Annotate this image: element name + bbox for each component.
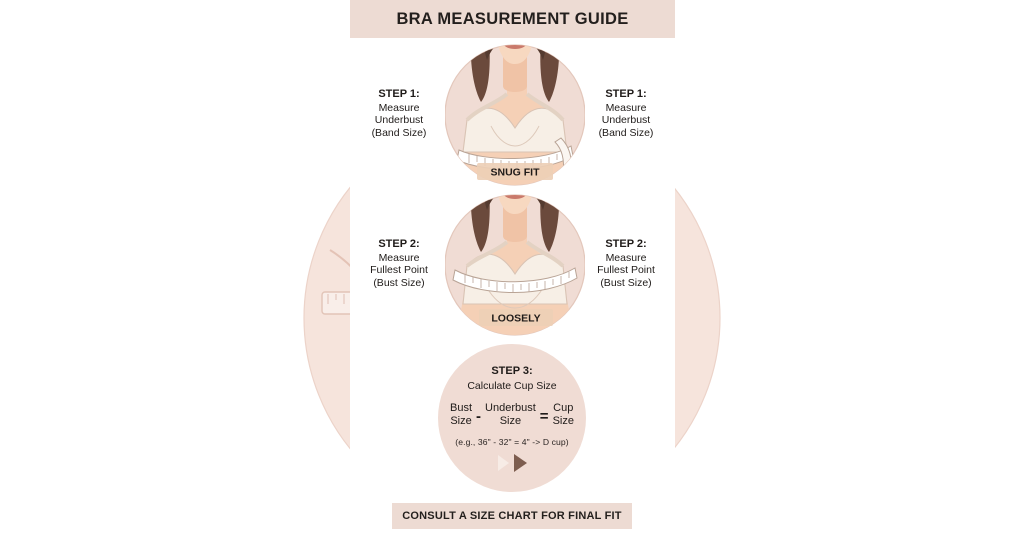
formula-term-underbust-line1: Underbust [485, 402, 536, 414]
step-2-line2-right: Fullest Point [597, 264, 655, 277]
step-1-line2-left: Underbust [374, 114, 424, 127]
step-1-line1-left: Measure [378, 101, 420, 114]
step-2-title-right: STEP 2: [605, 238, 647, 250]
play-arrow-dark-icon [513, 454, 527, 472]
step-1-line3-right: (Band Size) [598, 126, 654, 139]
play-arrow-light-icon [497, 455, 509, 471]
formula-term-bust: Bust Size [450, 402, 472, 428]
step-3-title: STEP 3: [491, 365, 533, 377]
step-2-illustration: LOOSELY [444, 192, 586, 338]
formula-term-underbust: Underbust Size [485, 402, 536, 428]
step-2-line1-left: Measure [378, 251, 420, 264]
step-1-line1-right: Measure [605, 101, 647, 114]
step-2-label-right: STEP 2: Measure Fullest Point (Bust Size… [577, 238, 675, 289]
formula-term-bust-line2: Size [450, 415, 472, 427]
step-2-line1-right: Measure [605, 251, 647, 264]
play-arrows [497, 454, 527, 472]
step-1-label-right: STEP 1: Measure Underbust (Band Size) [577, 88, 675, 139]
formula-operator-minus: - [476, 407, 482, 425]
page-title: BRA MEASUREMENT GUIDE [396, 9, 629, 28]
step-3-subtitle: Calculate Cup Size [467, 380, 557, 392]
step-1-line3-left: (Band Size) [371, 126, 427, 139]
step-3-circle: STEP 3: Calculate Cup Size Bust Size - U… [438, 344, 586, 492]
step-2-badge-bg [479, 309, 553, 326]
header-banner: BRA MEASUREMENT GUIDE [350, 0, 675, 38]
guide-card: BRA MEASUREMENT GUIDE STEP 1: Measure Un… [350, 0, 675, 538]
formula-term-cup-line1: Cup [553, 402, 574, 414]
step-1-illustration: SNUG FIT [444, 42, 586, 188]
footer-text: CONSULT A SIZE CHART FOR FINAL FIT [402, 510, 622, 522]
step-1-badge-bg [477, 163, 553, 180]
step-1-title-right: STEP 1: [605, 88, 647, 100]
step-2-line3-right: (Bust Size) [600, 276, 652, 289]
step-1-line2-right: Underbust [601, 114, 651, 127]
underbust-measure-figure: SNUG FIT [444, 44, 586, 186]
step-2-badge-text: LOOSELY [491, 313, 540, 325]
step-1-badge-text: SNUG FIT [491, 167, 541, 179]
step-2-line2-left: Fullest Point [370, 264, 428, 277]
step-1-row: STEP 1: Measure Underbust (Band Size) ST… [350, 42, 675, 192]
step-1-title-left: STEP 1: [378, 88, 420, 100]
formula-term-cup: Cup Size [553, 402, 574, 428]
cup-size-formula: Bust Size - Underbust Size = Cup Size [450, 402, 574, 428]
formula-term-underbust-line2: Size [499, 415, 522, 427]
footer-banner: CONSULT A SIZE CHART FOR FINAL FIT [392, 503, 632, 529]
step-3-example: (e.g., 36" - 32" = 4" -> D cup) [455, 437, 569, 447]
formula-term-cup-line2: Size [552, 415, 574, 427]
step-2-line3-left: (Bust Size) [373, 276, 425, 289]
step-2-title-left: STEP 2: [378, 238, 420, 250]
formula-operator-equals: = [539, 407, 549, 425]
formula-term-bust-line1: Bust [450, 402, 473, 414]
bust-measure-figure: LOOSELY [444, 194, 586, 336]
step-2-label-left: STEP 2: Measure Fullest Point (Bust Size… [350, 238, 448, 289]
step-1-label-left: STEP 1: Measure Underbust (Band Size) [350, 88, 448, 139]
step-2-row: STEP 2: Measure Fullest Point (Bust Size… [350, 192, 675, 342]
